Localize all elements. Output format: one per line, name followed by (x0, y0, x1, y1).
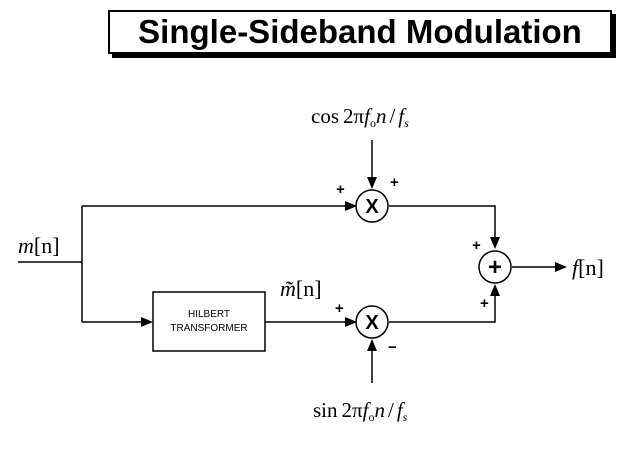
sign-bottom-mult-bottom: − (388, 339, 397, 356)
slide-title: Single-Sideband Modulation (108, 10, 612, 54)
sign-adder-bottom: + (480, 295, 489, 312)
hilbert-transformer-block (152, 291, 266, 352)
bottom-multiplier (355, 305, 389, 339)
hilbert-label-line2: TRANSFORMER (170, 323, 247, 334)
top-multiplier (355, 189, 389, 223)
adder (478, 250, 512, 284)
top-multiplier-symbol: X (365, 196, 379, 218)
sign-top-mult-top: + (390, 174, 399, 191)
hilbert-label-line1: HILBERT (188, 309, 230, 320)
output-signal-label: f[n] (572, 255, 604, 280)
input-signal-label: m[n] (18, 233, 60, 258)
hilbert-output-label: m̃[n] (280, 276, 322, 301)
sign-bottom-mult-left: + (335, 300, 344, 317)
sign-adder-top: + (472, 237, 481, 254)
bottom-multiplier-symbol: X (365, 312, 379, 334)
sign-top-mult-left: + (336, 181, 345, 198)
bottom-product-line (389, 284, 500, 323)
adder-symbol: + (488, 254, 502, 281)
top-product-line (389, 205, 500, 249)
